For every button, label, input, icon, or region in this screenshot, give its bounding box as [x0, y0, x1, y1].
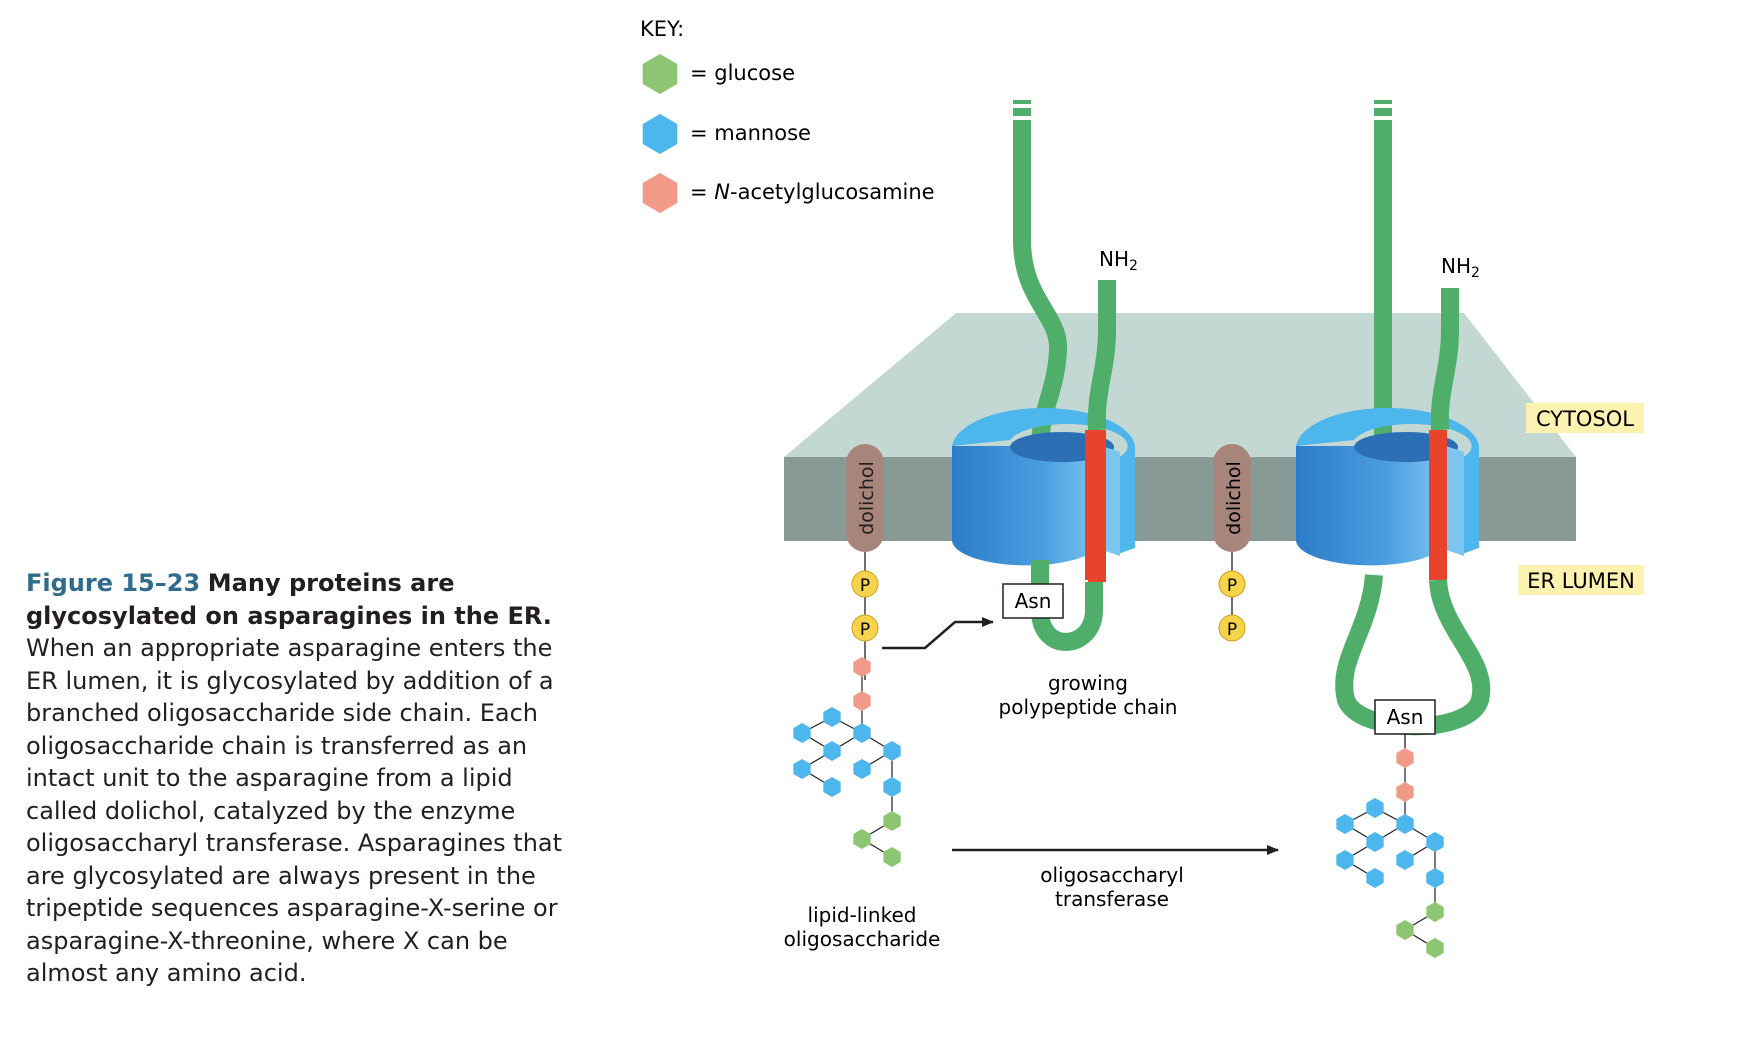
- phosphate-2-right: [1218, 614, 1246, 642]
- figure-caption-body: When an appropriate asparagine enters th…: [26, 634, 563, 987]
- n-acetylglucosamine-hexagon-icon: [642, 173, 678, 213]
- phosphate-1-right: [1218, 570, 1246, 598]
- n-acetylglucosamine-hexagon: [1396, 748, 1414, 768]
- mannose-hexagon: [883, 777, 901, 797]
- lipid-linked-label-1: lipid-linked: [808, 903, 917, 927]
- mannose-hexagon: [853, 759, 871, 779]
- key-glucose-label: = glucose: [690, 61, 795, 85]
- mannose-hexagon: [823, 777, 841, 797]
- oligosaccharide-tree-left: [793, 657, 901, 867]
- phosphate-2-left: [851, 614, 879, 642]
- key-mannose-label: = mannose: [690, 121, 811, 145]
- translocon-assembly-right: NH2 Asn: [1296, 100, 1491, 958]
- dolichol-right: [1213, 444, 1251, 552]
- mannose-hexagon: [1396, 850, 1414, 870]
- dolichol-after-transfer: dolichol P P: [1213, 444, 1251, 642]
- nh2-label-left: NH2: [1099, 247, 1138, 274]
- key-title: KEY:: [640, 17, 684, 41]
- glucose-hexagon: [853, 829, 871, 849]
- phosphate-1-left: [851, 570, 879, 598]
- dolichol-label-right: dolichol: [1223, 461, 1245, 535]
- translocon-channel-right: [1296, 446, 1446, 566]
- mannose-hexagon: [883, 741, 901, 761]
- mannose-hexagon: [1336, 850, 1354, 870]
- glucose-hexagon-icon: [642, 54, 678, 94]
- cytosol-label: CYTOSOL: [1536, 407, 1634, 431]
- glucose-hexagon: [883, 847, 901, 867]
- mannose-hexagon: [823, 707, 841, 727]
- transferase-label-2: transferase: [1055, 887, 1169, 911]
- nh2-terminus-chain-right: [1430, 288, 1459, 431]
- dolichol-label-left: dolichol: [856, 461, 878, 535]
- mannose-hexagon: [1336, 814, 1354, 834]
- mannose-hexagon: [793, 723, 811, 743]
- svg-text:P: P: [860, 620, 870, 640]
- lipid-linked-label-2: oligosaccharide: [784, 927, 941, 951]
- key-legend: KEY: = glucose = mannose = N-acetylgluco…: [640, 17, 935, 213]
- mannose-hexagon: [823, 741, 841, 761]
- mannose-hexagon: [1426, 868, 1444, 888]
- mannose-hexagon: [1396, 814, 1414, 834]
- figure-number: Figure 15–23: [26, 569, 201, 597]
- asn-label-left: Asn: [1015, 589, 1052, 613]
- svg-text:P: P: [1227, 620, 1237, 640]
- asn-label-right: Asn: [1387, 705, 1424, 729]
- n-acetylglucosamine-hexagon: [853, 657, 871, 677]
- translocon-channel-left: [952, 446, 1102, 566]
- mannose-hexagon-icon: [642, 114, 678, 154]
- figure-caption: Figure 15–23 Many proteins are glycosyla…: [26, 567, 586, 990]
- glucose-hexagon: [1426, 902, 1444, 922]
- key-nacetylglucosamine-label: = N-acetylglucosamine: [690, 180, 935, 204]
- n-acetylglucosamine-hexagon: [1396, 782, 1414, 802]
- nh2-label-right: NH2: [1441, 254, 1480, 281]
- growing-chain-label-2: polypeptide chain: [999, 695, 1178, 719]
- transferase-label-1: oligosaccharyl: [1040, 863, 1184, 887]
- er-lumen-label-bg: [1518, 565, 1644, 595]
- lipid-linked-oligosaccharide: dolichol P P lipid-linked oligosaccharid…: [784, 444, 994, 951]
- n-acetylglucosamine-hexagon: [853, 691, 871, 711]
- mannose-hexagon: [1366, 868, 1384, 888]
- asn-box-left: [1002, 583, 1064, 619]
- mannose-hexagon: [853, 723, 871, 743]
- transfer-pointer-arrow: [882, 617, 994, 650]
- er-lumen-label: ER LUMEN: [1527, 569, 1635, 593]
- cytosol-label-bg: [1526, 403, 1644, 433]
- mannose-hexagon: [1426, 832, 1444, 852]
- svg-text:P: P: [860, 576, 870, 596]
- figure-title: Many proteins are glycosylated on aspara…: [26, 569, 552, 630]
- translocon-assembly-left: NH2 Asn growing polypeptide chain: [952, 100, 1177, 719]
- glucose-hexagon: [1426, 938, 1444, 958]
- asn-box-right: [1374, 699, 1436, 735]
- signal-segment-right: [1429, 430, 1447, 580]
- svg-text:P: P: [1227, 576, 1237, 596]
- mannose-hexagon: [1366, 798, 1384, 818]
- oligosaccharide-tree-right: [1336, 748, 1444, 958]
- mannose-hexagon: [793, 759, 811, 779]
- glucose-hexagon: [883, 811, 901, 831]
- mannose-hexagon: [1366, 832, 1384, 852]
- dolichol-left: [846, 444, 884, 552]
- glucose-hexagon: [1396, 920, 1414, 940]
- nh2-terminus-chain-left: [1087, 280, 1116, 431]
- growing-chain-label-1: growing: [1048, 671, 1128, 695]
